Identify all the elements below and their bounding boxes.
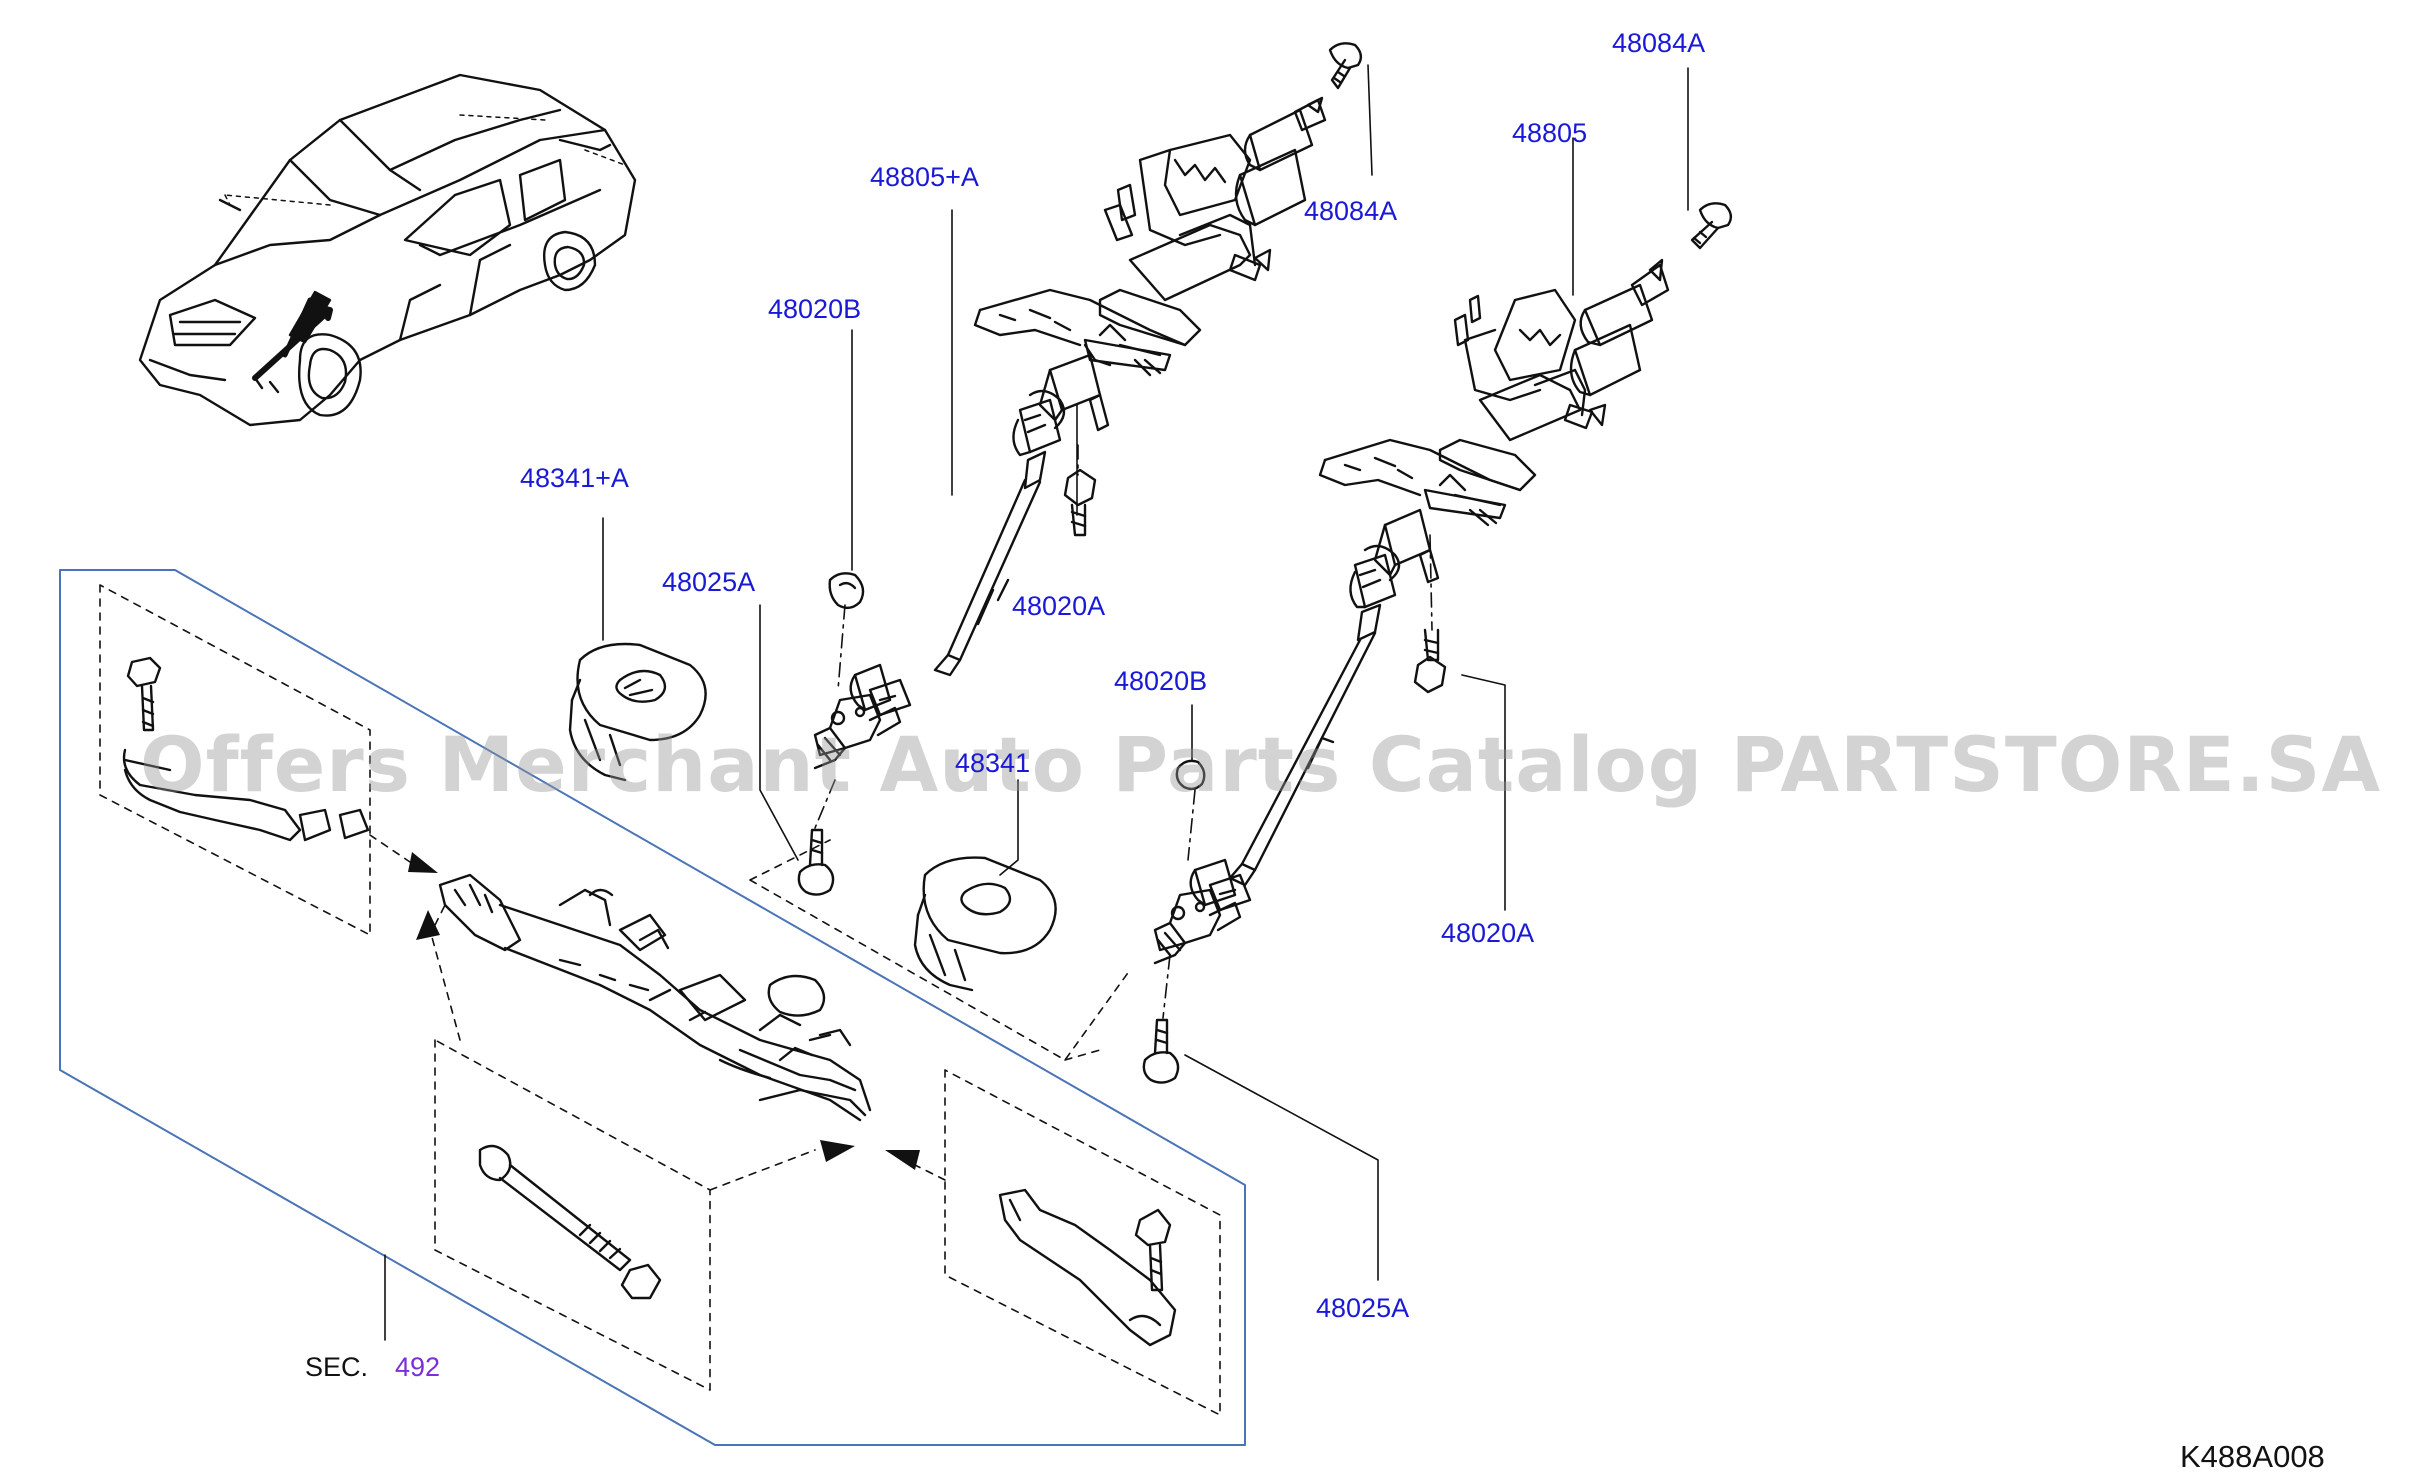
- section-frame: [59, 569, 1246, 1446]
- leader-lines: [384, 64, 1689, 1341]
- bolt-48025a-right: [1142, 1018, 1180, 1084]
- callout-48805[interactable]: 48805: [1512, 118, 1588, 148]
- bolt-48020a-left: [1063, 468, 1097, 537]
- bolt-48025a-left: [797, 828, 835, 896]
- diagram-id: K488A008: [2180, 1439, 2325, 1474]
- vehicle-locator-illustration: [138, 73, 637, 427]
- nut-48020b-left: [828, 572, 865, 610]
- nut-48020b-right: [1175, 759, 1206, 791]
- section-prefix: SEC.: [305, 1352, 369, 1382]
- callout-48084a-top[interactable]: 48084A: [1612, 28, 1706, 58]
- subgroup-boxes: [99, 584, 1221, 1416]
- steering-column-48805a: [813, 96, 1327, 770]
- tie-rod-end-left: [122, 656, 370, 842]
- callout-48805a[interactable]: 48805+A: [870, 162, 979, 192]
- seal-48341: [913, 856, 1057, 992]
- callout-48341a[interactable]: 48341+A: [520, 463, 629, 493]
- assembly-arrows: [369, 834, 946, 1191]
- callout-48020b-right[interactable]: 48020B: [1114, 666, 1208, 696]
- callout-48020a-left[interactable]: 48020A: [1012, 591, 1106, 621]
- tie-rod-end-right: [998, 1188, 1177, 1347]
- arrow-heads: [408, 852, 920, 1170]
- tie-rod-inner: [478, 1144, 662, 1300]
- callout-48025a-right[interactable]: 48025A: [1316, 1293, 1410, 1323]
- bolt-48020a-right: [1413, 628, 1447, 694]
- callout-48020a-right[interactable]: 48020A: [1441, 918, 1535, 948]
- bolt-48084a-top: [1328, 42, 1363, 90]
- steering-rack-assembly: [438, 873, 872, 1122]
- steering-column-48805: [1153, 258, 1670, 965]
- center-lines: [814, 444, 1433, 1019]
- bolt-48084a-mid: [1690, 202, 1733, 250]
- callout-48341[interactable]: 48341: [955, 748, 1031, 778]
- seal-48341a: [568, 642, 707, 782]
- callout-48025a-left[interactable]: 48025A: [662, 567, 756, 597]
- callout-48084a-mid[interactable]: 48084A: [1304, 196, 1398, 226]
- callout-48020b-left[interactable]: 48020B: [768, 294, 862, 324]
- section-number-link[interactable]: 492: [395, 1352, 441, 1382]
